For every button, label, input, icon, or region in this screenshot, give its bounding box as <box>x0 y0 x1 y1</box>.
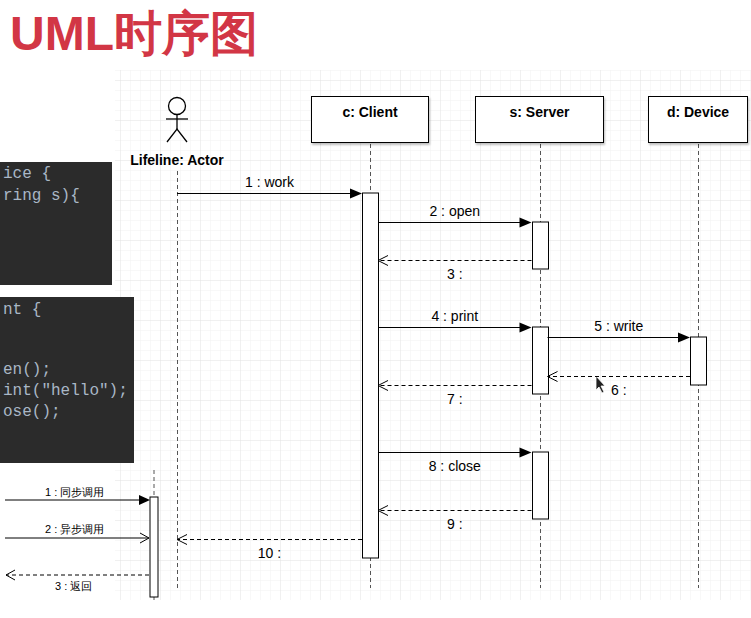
lifeline <box>177 171 178 588</box>
legend-sync-head <box>139 495 150 505</box>
arrow-head <box>378 381 388 391</box>
message-line <box>549 376 691 377</box>
message-label: 4 : print <box>429 308 480 324</box>
message-arrow <box>378 218 532 228</box>
arrow-head <box>520 323 532 333</box>
message-line <box>379 385 532 386</box>
arrow-head <box>678 333 690 343</box>
object-name: d: Device <box>649 104 747 121</box>
arrow-head <box>378 506 388 516</box>
message-line <box>378 222 521 223</box>
code-line: ice { <box>3 164 51 184</box>
message-line <box>178 539 362 540</box>
actor-lifeline-head: Lifeline: Actor <box>127 96 227 170</box>
code-line: nt { <box>3 300 41 320</box>
code-line: ose(); <box>3 402 61 422</box>
message-arrow <box>378 448 532 458</box>
message-arrow <box>378 323 532 333</box>
legend-text: 3 : 返回 <box>55 580 92 593</box>
arrow-head <box>520 448 532 458</box>
actor-arms <box>166 118 188 119</box>
legend-sync-line <box>5 500 140 501</box>
activation-bar <box>691 337 707 385</box>
activation-bar <box>363 193 379 558</box>
legend-async-head <box>140 533 149 543</box>
activation-bar <box>533 327 549 394</box>
code-line: int("hello"); <box>3 381 128 401</box>
activation-bar <box>533 222 549 269</box>
arrow-head <box>548 372 558 382</box>
activation-bar <box>533 452 549 519</box>
message-line <box>378 327 521 328</box>
object-box: s: Server <box>475 96 604 143</box>
object-box: c: Client <box>311 96 429 143</box>
message-arrow <box>548 372 691 382</box>
message-line <box>548 337 680 338</box>
legend-text: 2 : 异步调用 <box>45 523 104 536</box>
actor-label: Lifeline: Actor <box>127 152 227 168</box>
message-arrow <box>548 333 691 343</box>
message-arrow <box>177 189 362 199</box>
message-label: 6 : <box>609 382 629 398</box>
message-label: 5 : write <box>592 318 645 334</box>
message-label: 3 : <box>445 266 465 282</box>
message-arrow <box>177 535 362 545</box>
message-label: 2 : open <box>427 203 482 219</box>
code-line: en(); <box>3 360 51 380</box>
message-line <box>177 193 351 194</box>
code-screenshot: nt { en();int("hello");ose(); <box>0 297 134 463</box>
actor-head <box>169 98 186 115</box>
legend-return-head <box>6 570 15 580</box>
legend-async-line <box>5 538 149 539</box>
message-label: 8 : close <box>427 458 483 474</box>
message-arrow <box>378 256 532 266</box>
page-title: UML时序图 <box>10 4 258 64</box>
actor-legs <box>167 129 187 142</box>
arrow-head <box>520 218 532 228</box>
message-label: 9 : <box>445 516 465 532</box>
mouse-cursor <box>596 376 605 393</box>
message-label: 1 : work <box>243 174 296 190</box>
code-screenshot: ice {ring s){ <box>0 162 112 285</box>
legend-activation <box>150 497 158 597</box>
object-box: d: Device <box>648 96 748 143</box>
grid <box>115 70 751 600</box>
message-label: 10 : <box>256 545 283 561</box>
object-name: c: Client <box>312 104 428 121</box>
arrow-head <box>350 189 362 199</box>
legend-text: 1 : 同步调用 <box>45 486 104 499</box>
message-line <box>379 510 532 511</box>
legend-return-line <box>6 575 149 576</box>
actor-figure <box>162 96 192 144</box>
actor-body <box>176 115 177 129</box>
object-name: s: Server <box>476 104 603 121</box>
message-arrow <box>378 506 532 516</box>
arrow-head <box>378 256 388 266</box>
message-line <box>379 260 532 261</box>
message-arrow <box>378 381 532 391</box>
code-line: ring s){ <box>3 186 80 206</box>
arrow-head <box>177 535 187 545</box>
message-line <box>378 452 521 453</box>
message-label: 7 : <box>445 391 465 407</box>
